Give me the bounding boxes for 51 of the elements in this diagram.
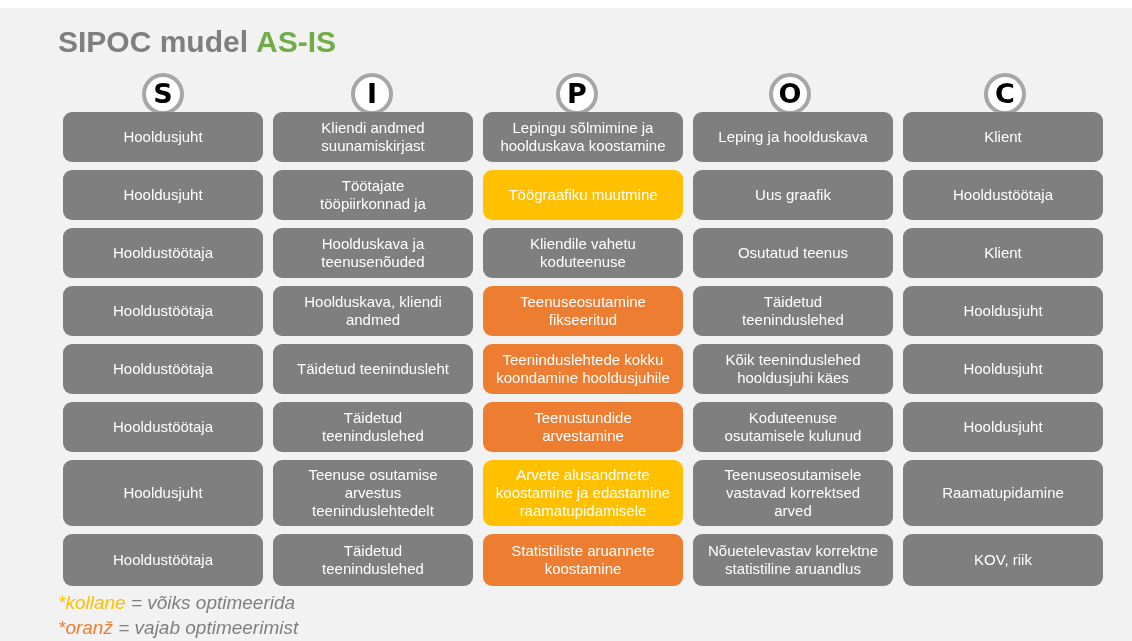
process-box: Arvete alusandmete koostamine ja edastamine raamatupidamisele bbox=[483, 460, 683, 526]
process-box: Hooldustöötaja bbox=[903, 170, 1103, 220]
process-box: Hooldusjuht bbox=[903, 286, 1103, 336]
process-box: Hooldustöötaja bbox=[63, 534, 263, 586]
letter-circle: S bbox=[142, 73, 184, 115]
process-box: Leping ja hoolduskava bbox=[693, 112, 893, 162]
process-box: Uus graafik bbox=[693, 170, 893, 220]
process-box: Osutatud teenus bbox=[693, 228, 893, 278]
process-box: Hooldusjuht bbox=[63, 112, 263, 162]
process-box: Täidetud teeninduslehed bbox=[273, 534, 473, 586]
process-box: Teenuse osutamise arvestus teeninduslehtedelt bbox=[273, 460, 473, 526]
process-box: Klient bbox=[903, 228, 1103, 278]
legend-key: *kollane bbox=[58, 592, 126, 613]
process-box: Töögraafiku muutmine bbox=[483, 170, 683, 220]
process-box: Hooldustöötaja bbox=[63, 228, 263, 278]
process-box: Nõuetelevastav korrektne statistiline aruandlus bbox=[693, 534, 893, 586]
process-box: Hooldustöötaja bbox=[63, 402, 263, 452]
title-tag: AS-IS bbox=[256, 25, 337, 58]
process-box: Töötajate tööpiirkonnad ja bbox=[273, 170, 473, 220]
process-box: Hoolduskava, kliendi andmed bbox=[273, 286, 473, 336]
process-box: Hooldusjuht bbox=[63, 460, 263, 526]
process-box: Kõik teeninduslehed hooldusjuhi käes bbox=[693, 344, 893, 394]
process-box: Koduteenuse osutamisele kulunud bbox=[693, 402, 893, 452]
process-box: Teenuseosutamisele vastavad korrektsed arved bbox=[693, 460, 893, 526]
process-box: Hoolduskava ja teenusenõuded bbox=[273, 228, 473, 278]
process-box: Teenustundide arvestamine bbox=[483, 402, 683, 452]
process-box: Hooldustöötaja bbox=[63, 286, 263, 336]
process-box: Lepingu sõlmimine ja hoolduskava koostamine bbox=[483, 112, 683, 162]
letter-circle: O bbox=[769, 73, 811, 115]
letter-circle: P bbox=[556, 73, 598, 115]
title: SIPOC mudel bbox=[58, 25, 249, 58]
legend-key: *oranž bbox=[58, 617, 113, 638]
process-box: Raamatupidamine bbox=[903, 460, 1103, 526]
process-box: Teeninduslehtede kokku koondamine hooldusjuhile bbox=[483, 344, 683, 394]
legend-text: = vajab optimeerimist bbox=[117, 617, 299, 638]
process-box: Hooldusjuht bbox=[903, 402, 1103, 452]
process-box: Täidetud teenindusleht bbox=[273, 344, 473, 394]
process-box: Kliendi andmed suunamiskirjast bbox=[273, 112, 473, 162]
process-box: Täidetud teeninduslehed bbox=[273, 402, 473, 452]
process-box: Hooldustöötaja bbox=[63, 344, 263, 394]
process-box: Teenuseosutamine fikseeritud bbox=[483, 286, 683, 336]
letter-circle: I bbox=[351, 73, 393, 115]
process-box: Hooldusjuht bbox=[63, 170, 263, 220]
process-box: Kliendile vahetu koduteenuse bbox=[483, 228, 683, 278]
letter-circle: C bbox=[984, 73, 1026, 115]
process-box: Täidetud teeninduslehed bbox=[693, 286, 893, 336]
legend-text: = võiks optimeerida bbox=[129, 592, 296, 613]
process-box: Klient bbox=[903, 112, 1103, 162]
process-box: Statistiliste aruannete koostamine bbox=[483, 534, 683, 586]
process-box: KOV, riik bbox=[903, 534, 1103, 586]
process-box: Hooldusjuht bbox=[903, 344, 1103, 394]
